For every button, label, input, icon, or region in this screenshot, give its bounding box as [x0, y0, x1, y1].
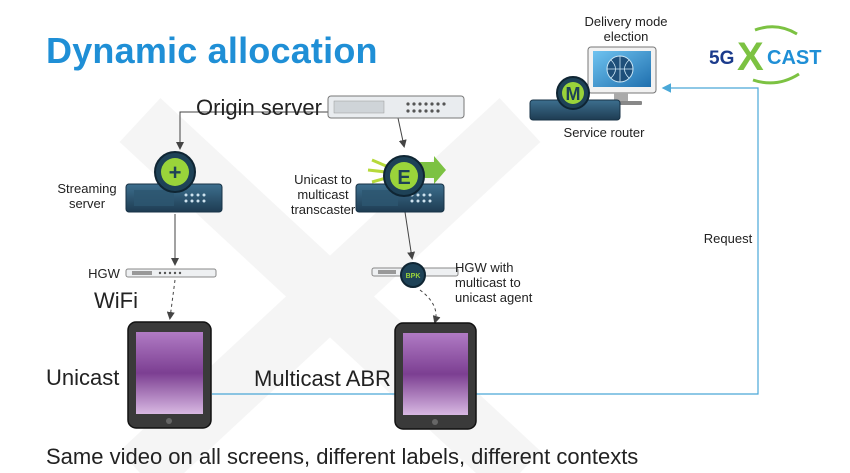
connector-lines [166, 83, 759, 395]
service-router: M [529, 46, 657, 121]
logo-icon: 5G X CAST [709, 25, 821, 85]
streaming-server-label: Streaming server [57, 181, 117, 211]
streaming-server: + [125, 151, 223, 213]
logo-prefix: 5G [709, 48, 734, 69]
unicast-label: Unicast [46, 365, 120, 390]
hgw-right: BPK [371, 262, 459, 288]
tablet-left [127, 321, 212, 429]
slide-title: Dynamic allocation [46, 30, 378, 71]
multicast-abr-label: Multicast ABR [254, 366, 391, 391]
tablet-right [394, 322, 477, 430]
wifi-label: WiFi [94, 288, 138, 313]
plus-badge: + [169, 160, 182, 185]
delivery-mode-label: Delivery mode election [584, 14, 668, 44]
hgw-agent-label: HGW with multicast to unicast agent [455, 260, 533, 305]
origin-server-label: Origin server [196, 95, 322, 120]
hgw-left [125, 268, 217, 278]
e-badge: E [397, 167, 410, 189]
logo-suffix: CAST [767, 47, 821, 69]
origin-server [327, 95, 465, 119]
5gxcast-logo: 5G X CAST [707, 24, 837, 86]
hgw-left-label: HGW [88, 266, 120, 281]
bpk-badge: BPK [406, 273, 421, 280]
slide-footer: Same video on all screens, different lab… [46, 444, 639, 469]
transcaster-label: Unicast to multicast transcaster [290, 172, 356, 217]
transcaster-server: E [355, 155, 446, 213]
service-router-label: Service router [563, 125, 645, 140]
logo-mark: X [737, 35, 764, 79]
m-badge: M [566, 84, 581, 104]
request-label: Request [703, 231, 753, 246]
